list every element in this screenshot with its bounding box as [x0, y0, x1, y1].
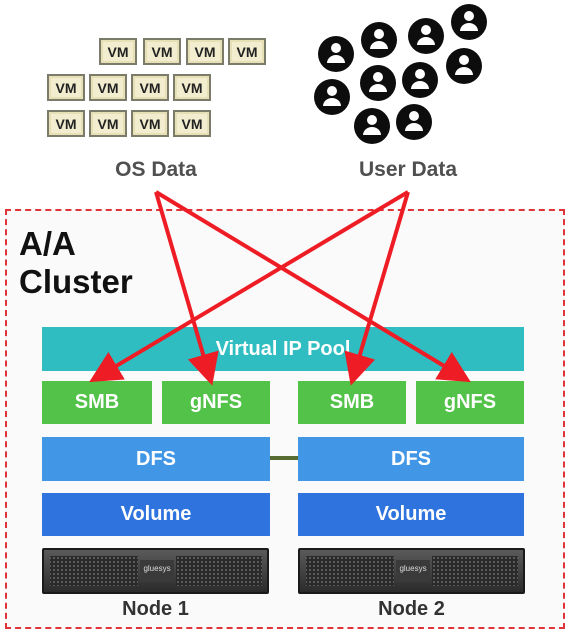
- node1-dfs: DFS: [42, 437, 270, 481]
- node2-server-brand: gluesys: [399, 564, 427, 573]
- vm-box: VM: [89, 110, 127, 137]
- vm-box: VM: [89, 74, 127, 101]
- user-icon: [354, 108, 390, 144]
- user-icon: [451, 4, 487, 40]
- vm-box: VM: [99, 38, 137, 65]
- os-data-label: OS Data: [115, 158, 197, 181]
- vm-box: VM: [173, 110, 211, 137]
- node1-smb: SMB: [42, 381, 152, 424]
- user-icon: [318, 36, 354, 72]
- vm-box: VM: [47, 74, 85, 101]
- user-icon: [446, 48, 482, 84]
- vm-box: VM: [173, 74, 211, 101]
- vm-box: VM: [47, 110, 85, 137]
- cluster-title: A/A Cluster: [19, 225, 133, 301]
- node2-smb: SMB: [298, 381, 406, 424]
- node2-volume: Volume: [298, 493, 524, 536]
- vm-box: VM: [228, 38, 266, 65]
- node1-volume: Volume: [42, 493, 270, 536]
- user-icon: [314, 79, 350, 115]
- node2-label: Node 2: [378, 598, 445, 620]
- node1-server-brand: gluesys: [143, 564, 171, 573]
- virtual-ip-pool: Virtual IP Pool: [42, 327, 524, 371]
- vm-box: VM: [186, 38, 224, 65]
- user-icon: [402, 62, 438, 98]
- user-icon: [408, 18, 444, 54]
- vm-box: VM: [143, 38, 181, 65]
- user-icon: [361, 22, 397, 58]
- vm-box: VM: [131, 110, 169, 137]
- cluster-title-line1: A/A: [19, 225, 76, 262]
- cluster-title-line2: Cluster: [19, 263, 133, 300]
- dfs-link-line: [270, 456, 298, 460]
- user-data-label: User Data: [358, 158, 458, 181]
- node1-label: Node 1: [122, 598, 189, 620]
- node2-gnfs: gNFS: [416, 381, 524, 424]
- user-icon: [360, 65, 396, 101]
- node1-gnfs: gNFS: [162, 381, 270, 424]
- node2-dfs: DFS: [298, 437, 524, 481]
- vm-box: VM: [131, 74, 169, 101]
- user-icon: [396, 104, 432, 140]
